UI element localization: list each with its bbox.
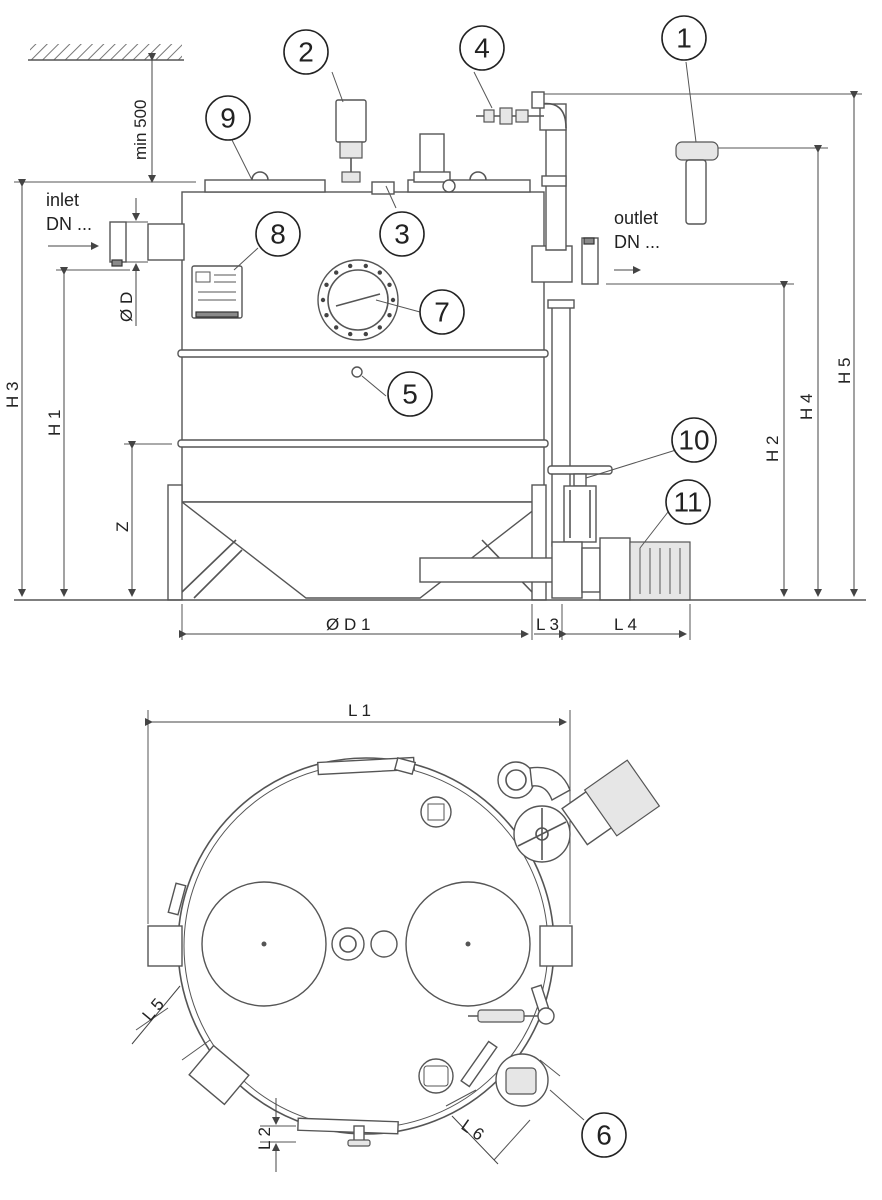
inlet-label: inlet bbox=[46, 190, 79, 210]
inlet-dn-label: DN ... bbox=[46, 214, 92, 234]
manhole-bolt bbox=[334, 325, 339, 330]
dim-h5: H 5 bbox=[835, 358, 854, 384]
svg-text:10: 10 bbox=[678, 425, 709, 456]
manhole-bolt bbox=[377, 325, 382, 330]
svg-text:3: 3 bbox=[394, 219, 410, 250]
dim-h2: H 2 bbox=[763, 436, 782, 462]
svg-text:1: 1 bbox=[676, 23, 692, 54]
svg-text:9: 9 bbox=[220, 103, 236, 134]
outlet-dn-label: DN ... bbox=[614, 232, 660, 252]
leader-lines bbox=[231, 61, 697, 549]
callout-3: 3 bbox=[379, 211, 425, 257]
callout-1: 1 bbox=[661, 15, 707, 61]
manhole-bolt bbox=[377, 270, 382, 275]
manhole-bolt bbox=[334, 270, 339, 275]
svg-text:8: 8 bbox=[270, 219, 286, 250]
svg-text:6: 6 bbox=[596, 1120, 612, 1151]
manhole-bolt bbox=[363, 263, 368, 269]
manhole-bolt bbox=[387, 313, 392, 318]
side-view: inlet DN ... outlet DN ... min 500 H 3 H… bbox=[3, 44, 866, 640]
dim-l3: L 3 bbox=[536, 615, 559, 634]
callout-2: 2 bbox=[283, 29, 329, 75]
callout-8: 8 bbox=[255, 211, 301, 257]
outlet-piping bbox=[531, 102, 599, 285]
manhole-cover bbox=[317, 259, 399, 341]
dim-l6: L 6 bbox=[458, 1116, 488, 1145]
manhole-bolt bbox=[320, 297, 326, 303]
inlet-nozzle bbox=[109, 221, 185, 267]
dim-d1: Ø D 1 bbox=[326, 615, 370, 634]
vertical-dimensions bbox=[14, 53, 862, 597]
ceiling-hatch bbox=[28, 44, 184, 61]
top-view: L 1 bbox=[131, 701, 661, 1172]
svg-text:2: 2 bbox=[298, 37, 314, 68]
dim-h4: H 4 bbox=[797, 394, 816, 420]
svg-text:11: 11 bbox=[673, 487, 702, 518]
tank-body bbox=[177, 191, 549, 599]
manhole-bolt bbox=[348, 263, 353, 269]
callout-7: 7 bbox=[419, 289, 465, 335]
manhole-bolt bbox=[387, 282, 392, 287]
dim-l4: L 4 bbox=[614, 615, 637, 634]
float-switch bbox=[675, 141, 719, 225]
manhole-bolt bbox=[363, 331, 368, 337]
svg-text:7: 7 bbox=[434, 297, 450, 328]
callout-10: 10 bbox=[671, 417, 717, 463]
control-box bbox=[191, 265, 243, 319]
min500-label: min 500 bbox=[131, 100, 150, 160]
horizontal-dimensions bbox=[179, 604, 691, 640]
gate-valve bbox=[547, 465, 613, 543]
svg-text:5: 5 bbox=[402, 379, 418, 410]
svg-text:4: 4 bbox=[474, 33, 490, 64]
dim-h3: H 3 bbox=[3, 382, 22, 408]
callout-11: 11 bbox=[665, 479, 711, 525]
dim-l2: L 2 bbox=[255, 1127, 274, 1150]
dim-d: Ø D bbox=[117, 292, 136, 322]
manhole-bolt bbox=[348, 331, 353, 337]
manhole-bolt bbox=[324, 313, 329, 318]
dim-h1: H 1 bbox=[45, 410, 64, 436]
dosing-lance bbox=[476, 91, 545, 125]
outlet-label: outlet bbox=[614, 208, 658, 228]
dim-l1: L 1 bbox=[348, 701, 371, 720]
manhole-bolt bbox=[324, 282, 329, 287]
dim-l5: L 5 bbox=[139, 995, 168, 1025]
tank-lid bbox=[204, 133, 531, 195]
manhole-bolts bbox=[320, 263, 396, 337]
manhole-bolt bbox=[390, 297, 396, 303]
callout-5: 5 bbox=[387, 371, 433, 417]
level-sensor bbox=[351, 366, 363, 378]
callout-9: 9 bbox=[205, 95, 251, 141]
callout-6: 6 bbox=[581, 1112, 627, 1158]
dim-z: Z bbox=[113, 522, 132, 532]
callout-4: 4 bbox=[459, 25, 505, 71]
agitator-motor bbox=[335, 99, 367, 183]
